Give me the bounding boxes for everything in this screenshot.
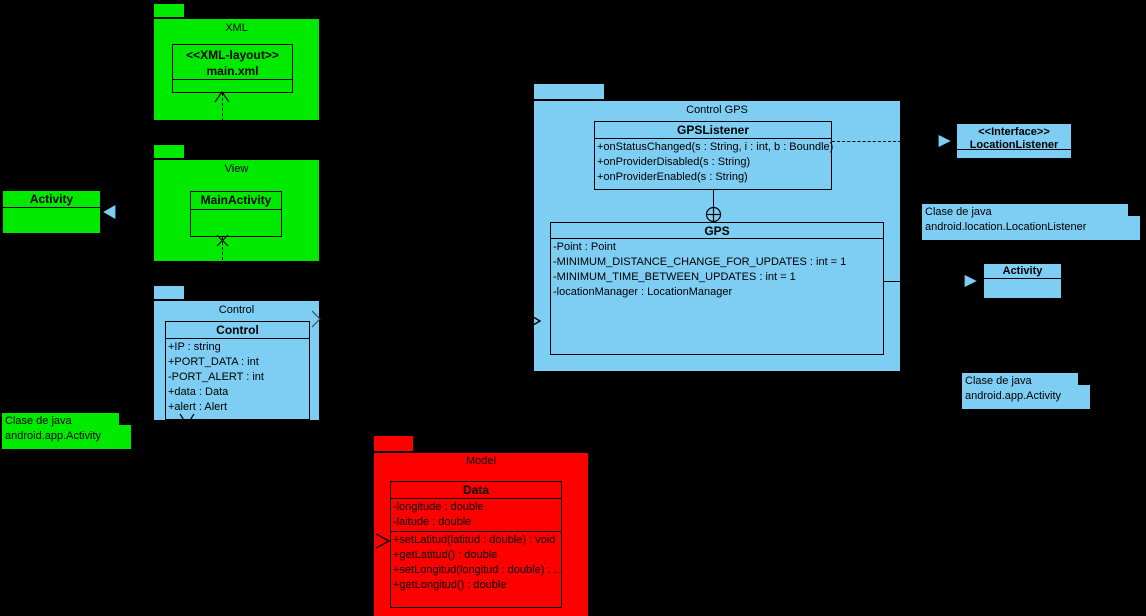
arrowhead-mainactivity-cross [216, 234, 229, 247]
class-data[interactable]: Data -longitude : double -laitude : doub… [390, 481, 563, 608]
class-location-listener-stereotype: <<Interface>> [978, 126, 1050, 138]
note-activity-left-fold [119, 413, 131, 425]
note-location-listener-text: Clase de java android.location.LocationL… [925, 205, 1086, 235]
link-control-bottom-dashed [200, 421, 222, 422]
class-data-op-1: +getLatitud() : double [393, 549, 498, 561]
arrowhead-locationlistener-realization [937, 133, 954, 149]
class-control-attr-1: +PORT_DATA : int [168, 356, 259, 368]
arrowhead-control-right [311, 310, 321, 328]
class-activity-left[interactable]: Activity [2, 190, 101, 234]
note-activity-right[interactable]: Clase de java android.app.Activity [962, 373, 1090, 409]
class-gps-name: GPS [551, 223, 883, 239]
note-activity-left-line2: android.app.Activity [5, 430, 101, 442]
note-activity-left-line1: Clase de java [5, 415, 72, 427]
class-activity-right-members [984, 279, 1061, 298]
class-gps-attr-2: -MINIMUM_TIME_BETWEEN_UPDATES : int = 1 [553, 271, 796, 283]
class-gps-attr-1: -MINIMUM_DISTANCE_CHANGE_FOR_UPDATES : i… [553, 256, 847, 268]
arrowhead-control-gps-left [527, 313, 542, 329]
class-data-operations: +setLatitud(latitud : double) : void +ge… [391, 532, 563, 594]
class-control-attr-2: -PORT_ALERT : int [168, 371, 264, 383]
class-gpslistener[interactable]: GPSListener +onStatusChanged(s : String,… [594, 121, 834, 190]
class-location-listener[interactable]: <<Interface>> LocationListener [956, 123, 1072, 159]
link-gps-activity-right-ext [901, 281, 961, 282]
link-mainactivity-to-control-dashed [222, 237, 223, 315]
arrowhead-activity-generalization [100, 202, 117, 222]
class-gps-attr-3: -locationManager : LocationManager [553, 286, 733, 298]
link-control-gps-left-line [524, 321, 534, 322]
package-control-gps-tab [533, 83, 605, 100]
class-gps-attributes: -Point : Point -MINIMUM_DISTANCE_CHANGE_… [551, 239, 883, 301]
link-gpslistener-gps-line [713, 190, 714, 207]
class-main-xml-name: main.xml [206, 64, 259, 78]
class-activity-right[interactable]: Activity [983, 263, 1062, 299]
class-mainactivity-members [191, 210, 281, 236]
package-xml-title: XML [225, 22, 248, 34]
class-gps[interactable]: GPS -Point : Point -MINIMUM_DISTANCE_CHA… [550, 222, 884, 355]
package-model-tab [373, 435, 414, 452]
note-activity-right-fold [1078, 373, 1090, 385]
class-data-op-0: +setLatitud(latitud : double) : void [393, 534, 556, 546]
class-gpslistener-name: GPSListener [595, 122, 831, 139]
class-gpslistener-operations: +onStatusChanged(s : String, i : int, b … [595, 139, 834, 186]
arrowhead-mainxml-realization [214, 90, 230, 103]
note-location-listener-line2: android.location.LocationListener [925, 221, 1087, 233]
link-mainactivity-to-activity-line [101, 212, 153, 213]
class-main-xml-members [173, 80, 292, 92]
class-mainactivity-name: MainActivity [191, 192, 281, 210]
package-control-title: Control [218, 304, 255, 316]
class-gps-attr-0: -Point : Point [553, 241, 616, 253]
link-gps-to-activity-right-h [884, 281, 901, 282]
class-location-listener-name: LocationListener [969, 139, 1059, 151]
class-data-name: Data [391, 482, 561, 499]
link-gps-to-activity-right-v [900, 281, 901, 282]
package-view-title: View [224, 163, 249, 175]
arrowhead-data-left [375, 533, 391, 549]
link-mainactivity-to-mainxml-dashed [222, 93, 223, 211]
arrowhead-control-bottom [179, 413, 195, 427]
class-main-xml-stereotype: <<XML-layout>> [186, 48, 279, 62]
note-activity-left-body [2, 413, 131, 449]
class-gpslistener-op-1: +onProviderDisabled(s : String) [597, 156, 751, 168]
class-data-op-2: +setLongitud(longitud : double) : ... [393, 564, 563, 576]
note-location-listener-body [922, 204, 1140, 240]
note-activity-left[interactable]: Clase de java android.app.Activity [2, 413, 131, 449]
class-activity-left-members [3, 208, 100, 233]
class-control-attr-3: +data : Data [168, 386, 229, 398]
class-gpslistener-op-0: +onStatusChanged(s : String, i : int, b … [597, 141, 834, 153]
class-data-attr-1: -laitude : double [393, 516, 472, 528]
note-activity-right-line1: Clase de java [965, 375, 1032, 387]
package-view-tab [153, 144, 185, 159]
class-main-xml[interactable]: <<XML-layout>> main.xml [172, 44, 293, 93]
class-control-attr-0: +IP : string [168, 341, 221, 353]
link-gpslistener-to-locationlistener-dashed [832, 141, 937, 142]
package-control-gps-title: Control GPS [686, 104, 748, 116]
class-control-name: Control [166, 322, 309, 339]
class-location-listener-header: <<Interface>> LocationListener [957, 124, 1071, 151]
class-mainactivity[interactable]: MainActivity [190, 191, 282, 237]
class-control-attr-4: +alert : Alert [168, 401, 228, 413]
class-activity-right-name: Activity [984, 264, 1061, 279]
note-activity-right-body [962, 373, 1090, 409]
note-location-listener-fold [1128, 204, 1140, 216]
class-main-xml-header: <<XML-layout>> main.xml [173, 45, 292, 80]
class-data-attributes: -longitude : double -laitude : double [391, 499, 561, 532]
class-control-attributes: +IP : string +PORT_DATA : int -PORT_ALER… [166, 339, 309, 416]
class-data-op-3: +getLongitud() : double [393, 579, 507, 591]
package-control-tab [153, 285, 185, 300]
package-model-title: Model [466, 455, 496, 467]
class-control[interactable]: Control +IP : string +PORT_DATA : int -P… [165, 321, 310, 420]
note-activity-right-text: Clase de java android.app.Activity [965, 374, 1061, 404]
note-activity-right-line2: android.app.Activity [965, 390, 1061, 402]
note-location-listener[interactable]: Clase de java android.location.LocationL… [922, 204, 1140, 240]
arrowhead-activity-right-generalization [963, 273, 980, 289]
note-activity-left-text: Clase de java android.app.Activity [5, 414, 101, 444]
note-location-listener-line1: Clase de java [925, 206, 992, 218]
containment-icon [705, 206, 722, 223]
class-activity-left-name: Activity [3, 191, 100, 208]
class-gpslistener-op-2: +onProviderEnabled(s : String) [597, 171, 748, 183]
class-data-attr-0: -longitude : double [393, 501, 484, 513]
package-xml-tab [153, 3, 185, 18]
